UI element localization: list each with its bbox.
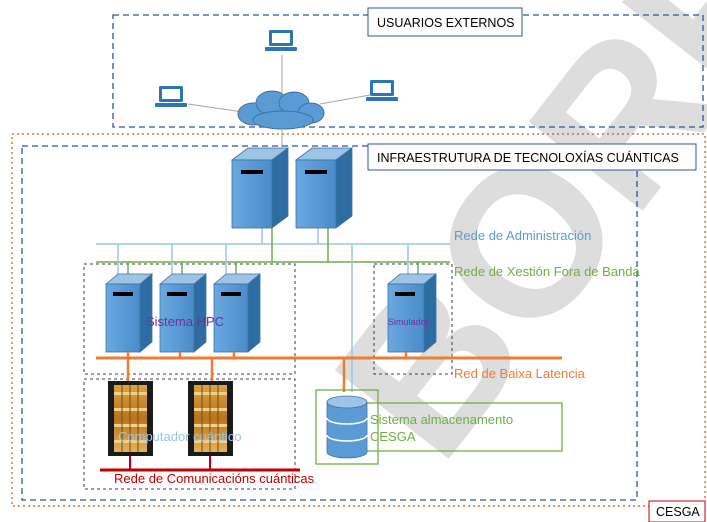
external-users-label: USUARIOS EXTERNOS (377, 16, 515, 30)
cloud-icon (237, 90, 325, 130)
laptop-icon (366, 80, 398, 101)
storage-label-line1: Sistema almacenamento (370, 412, 513, 427)
database-icon (326, 395, 368, 459)
simulator-group (373, 263, 453, 375)
simulator-label: Simulador (388, 317, 429, 327)
server-icon (212, 273, 262, 353)
server-icon (104, 273, 154, 353)
cesga-label-box (648, 500, 706, 522)
storage-icon-frame (315, 389, 379, 465)
quantum-processor-image (108, 381, 153, 456)
cesga-label: CESGA (656, 505, 700, 519)
infrastructure-label: INFRAESTRUTURA DE TECNOLOXÍAS CUÁNTICAS (377, 150, 679, 165)
link-laptop-left (187, 103, 244, 113)
external-users-label-box (367, 7, 523, 37)
infrastructure-label-box (367, 143, 697, 171)
server-icon (294, 147, 354, 229)
quantum-computer-group (83, 378, 296, 490)
hpc-system-group (83, 263, 296, 375)
admin-network-label: Rede de Administración (454, 228, 591, 243)
link-laptop-right (319, 94, 371, 105)
quantum-processor-image (188, 381, 233, 456)
hpc-system-label: Sistema HPC (146, 314, 224, 329)
oob-network-label: Rede de Xestión Fora de Banda (454, 264, 641, 279)
storage-label-line2: CESGA (370, 429, 416, 444)
quantum-computer-label: Computador cuántico (118, 429, 242, 444)
infrastructure-region (21, 145, 638, 501)
laptop-icon (265, 30, 297, 51)
server-icon (386, 273, 438, 353)
server-icon (230, 147, 290, 229)
server-icon (158, 273, 208, 353)
laptop-icon (155, 86, 187, 107)
quantum-comm-network-label: Rede de Comunicacións cuánticas (114, 471, 315, 486)
cesga-region (11, 133, 706, 507)
low-latency-network-label: Red de Baixa Latencia (454, 366, 586, 381)
